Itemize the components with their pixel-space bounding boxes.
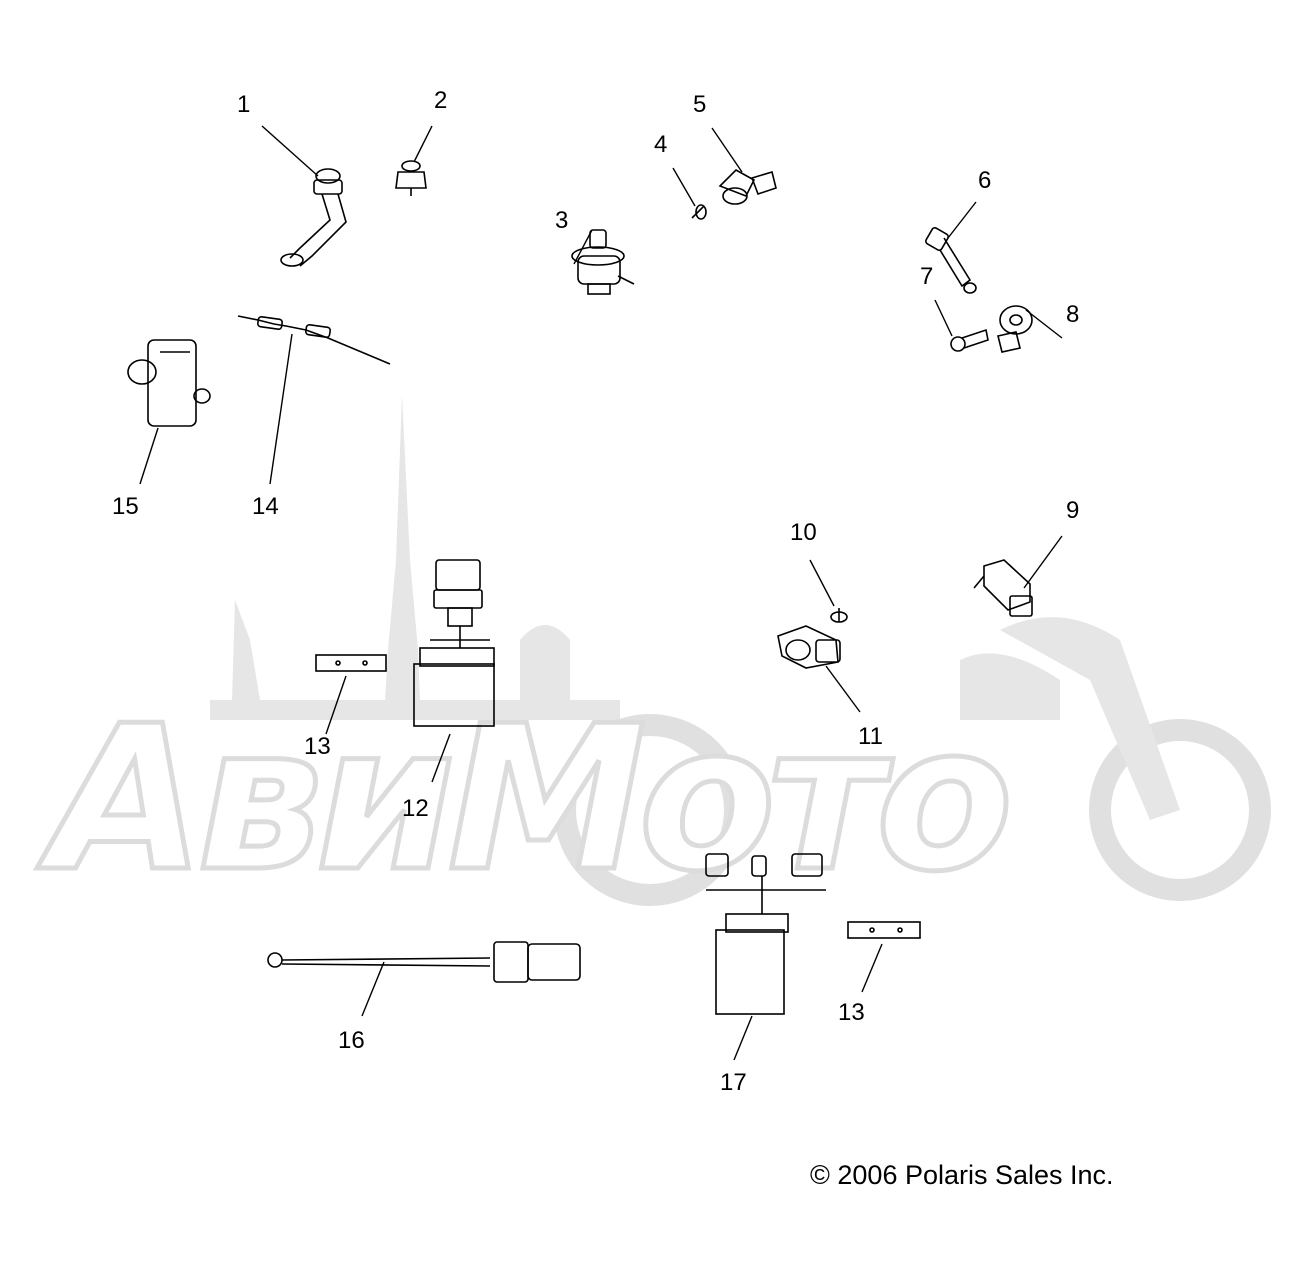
watermark-logo: AвиМото	[47, 683, 1015, 916]
callout-12: 12	[402, 795, 429, 822]
part-11-crank-sensor	[777, 625, 841, 669]
part-17-ecu	[705, 853, 826, 1015]
part-10-screw	[830, 608, 848, 623]
callout-2: 2	[434, 87, 447, 114]
leader-12	[431, 733, 451, 783]
part-15-tip-sensor	[127, 339, 211, 427]
part-9-map-sensor	[973, 559, 1033, 617]
callout-1: 1	[237, 91, 250, 118]
leader-7	[934, 299, 953, 337]
callout-3: 3	[555, 207, 568, 234]
part-7-bolt	[950, 328, 989, 352]
part-4-screw	[691, 204, 707, 220]
part-16-harness	[267, 941, 581, 983]
leader-9	[1023, 535, 1063, 589]
callout-16: 16	[338, 1027, 365, 1054]
callout-8: 8	[1066, 301, 1079, 328]
leader-17	[733, 1015, 753, 1061]
part-5-cam-sensor	[718, 169, 777, 205]
part-13b-bracket	[847, 921, 921, 939]
callout-6: 6	[978, 167, 991, 194]
leader-6	[947, 201, 977, 239]
part-8-knock-sensor	[997, 305, 1033, 353]
part-13a-bracket	[315, 654, 387, 672]
leader-13b	[861, 943, 883, 993]
leader-2	[413, 125, 433, 163]
callout-11: 11	[858, 723, 883, 750]
leader-14	[269, 333, 293, 485]
part-6-temp-sensor	[925, 227, 977, 294]
part-3-regulator	[571, 229, 635, 295]
leader-3	[573, 229, 593, 265]
leader-16	[361, 961, 385, 1017]
callout-13a: 13	[304, 733, 331, 760]
part-14-pins	[237, 315, 391, 365]
leader-1	[261, 125, 319, 177]
callout-9: 9	[1066, 497, 1079, 524]
leader-4	[672, 167, 696, 207]
callout-14: 14	[252, 493, 279, 520]
leader-5	[711, 127, 743, 173]
callout-7: 7	[920, 263, 933, 290]
leader-8	[1025, 309, 1063, 339]
part-2-sender	[395, 160, 427, 196]
copyright-notice: © 2006 Polaris Sales Inc.	[810, 1160, 1114, 1190]
callout-4: 4	[654, 131, 667, 158]
part-12-module	[413, 559, 495, 727]
callout-15: 15	[112, 493, 139, 520]
part-1-sensor	[280, 168, 347, 267]
leader-15	[139, 427, 159, 485]
leader-13a	[325, 675, 347, 735]
callout-10: 10	[790, 519, 817, 546]
leader-10	[809, 559, 835, 607]
callout-17: 17	[720, 1069, 747, 1096]
callout-13b: 13	[838, 999, 865, 1026]
callout-5: 5	[693, 91, 706, 118]
leader-11	[825, 665, 861, 713]
